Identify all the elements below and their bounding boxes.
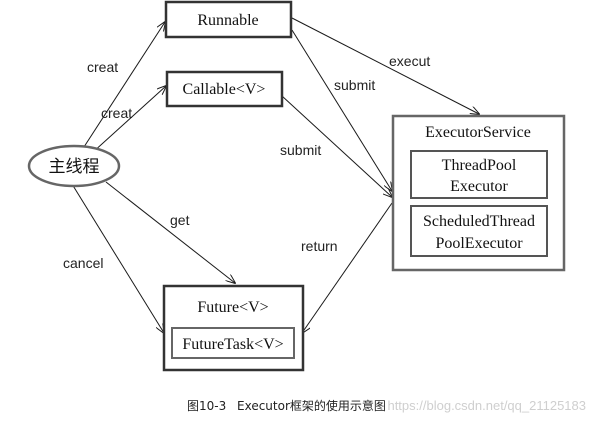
label-submit-callable: submit (280, 142, 321, 158)
edge-creat-callable (91, 86, 166, 154)
future-task-label: FutureTask<V> (182, 336, 283, 353)
scheduled-thread-pool-executor-label-line2: PoolExecutor (435, 235, 523, 252)
edges (71, 17, 479, 333)
label-creat-callable: creat (101, 105, 132, 121)
callable-label: Callable<V> (183, 81, 266, 98)
main-thread-label: 主线程 (49, 157, 100, 177)
executor-service-label: ExecutorService (425, 124, 531, 141)
edge-submit-runnable (291, 29, 392, 191)
callable-node: Callable<V> (165, 70, 284, 108)
label-execut: execut (389, 53, 430, 69)
edge-creat-runnable (81, 22, 165, 151)
future-label: Future<V> (197, 299, 268, 316)
future-task-node: FutureTask<V> (171, 327, 295, 359)
label-return: return (301, 238, 338, 254)
scheduled-thread-pool-executor-label-line1: ScheduledThread (423, 213, 535, 230)
label-submit-runnable: submit (334, 77, 375, 93)
thread-pool-executor-node: ThreadPool Executor (410, 150, 548, 199)
executor-service-node: ExecutorService ThreadPool Executor Sche… (391, 114, 566, 272)
edge-labels: creat creat execut submit submit get can… (63, 53, 430, 271)
runnable-label: Runnable (197, 12, 258, 29)
edge-get (105, 181, 235, 283)
watermark: https://blog.csdn.net/qq_21125183 (387, 398, 586, 413)
thread-pool-executor-label-line1: ThreadPool (442, 157, 517, 174)
edge-execut (291, 17, 479, 114)
label-cancel: cancel (63, 255, 103, 271)
future-node: Future<V> FutureTask<V> (162, 284, 305, 372)
main-thread-node: 主线程 (27, 144, 121, 188)
caption-figure-number: 图10-3 (187, 399, 226, 413)
caption-title: Executor框架的使用示意图 (237, 398, 386, 413)
runnable-node: Runnable (164, 0, 293, 39)
edge-return (302, 202, 393, 333)
label-get: get (170, 212, 190, 228)
scheduled-thread-pool-executor-node: ScheduledThread PoolExecutor (410, 205, 548, 257)
edge-cancel (71, 183, 164, 333)
figure-caption: 图10-3 Executor框架的使用示意图 (187, 398, 386, 413)
thread-pool-executor-label-line2: Executor (450, 178, 508, 195)
edge-submit-callable (281, 95, 392, 197)
label-creat-runnable: creat (87, 59, 118, 75)
